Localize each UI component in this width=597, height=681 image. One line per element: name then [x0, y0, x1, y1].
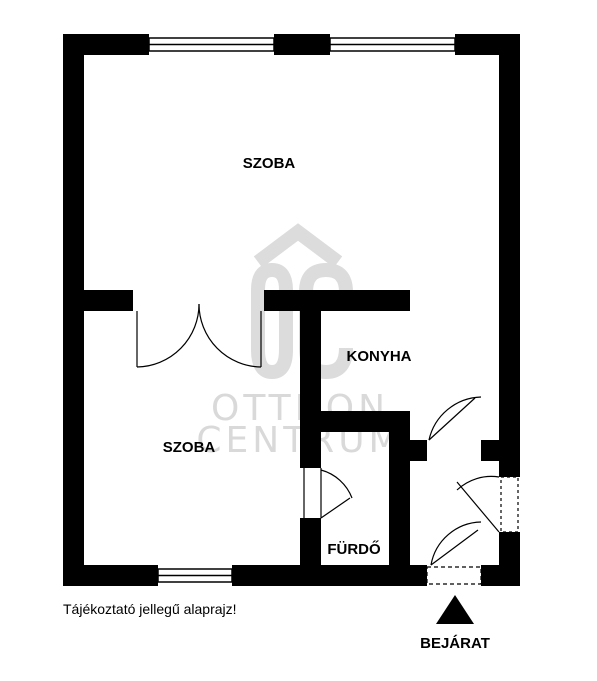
door-side-exit	[456, 475, 519, 533]
wall-bath-stub	[389, 440, 427, 461]
watermark-o-letter	[251, 262, 293, 380]
wall-right-upper	[499, 34, 520, 477]
wall-kitchen-vertical	[300, 290, 321, 468]
wall-partition-left	[63, 290, 133, 311]
wall-top-left	[63, 34, 149, 55]
wall-top-middle	[274, 34, 330, 55]
watermark-roof-icon	[253, 223, 343, 268]
door-entrance	[426, 521, 482, 585]
wall-bath-right	[389, 411, 410, 586]
entrance-label: BEJÁRAT	[420, 635, 490, 652]
double-door-rooms	[136, 303, 262, 368]
windows	[148, 37, 456, 583]
disclaimer-text: Tájékoztató jellegű alaprajz!	[63, 601, 237, 617]
window-top-right	[329, 37, 456, 52]
room-label-top: SZOBA	[243, 155, 296, 172]
wall-bath-left	[300, 518, 321, 586]
room-label-bottom: SZOBA	[163, 439, 216, 456]
wall-partition-right	[264, 290, 410, 311]
wall-bottom-right	[481, 565, 520, 586]
wall-bottom-left	[63, 565, 158, 586]
window-bottom	[157, 568, 233, 583]
room-label-kitchen: KONYHA	[346, 348, 411, 365]
wall-right-stub	[481, 440, 520, 461]
window-top-left	[148, 37, 275, 52]
doors	[136, 303, 519, 585]
entrance-arrow-icon	[436, 595, 474, 624]
door-bathroom	[303, 468, 353, 519]
wall-kitchen-bottom	[300, 411, 410, 432]
door-kitchen	[428, 396, 482, 441]
walls	[63, 34, 520, 586]
wall-bottom-middle	[232, 565, 427, 586]
room-label-bathroom: FÜRDŐ	[327, 540, 381, 558]
